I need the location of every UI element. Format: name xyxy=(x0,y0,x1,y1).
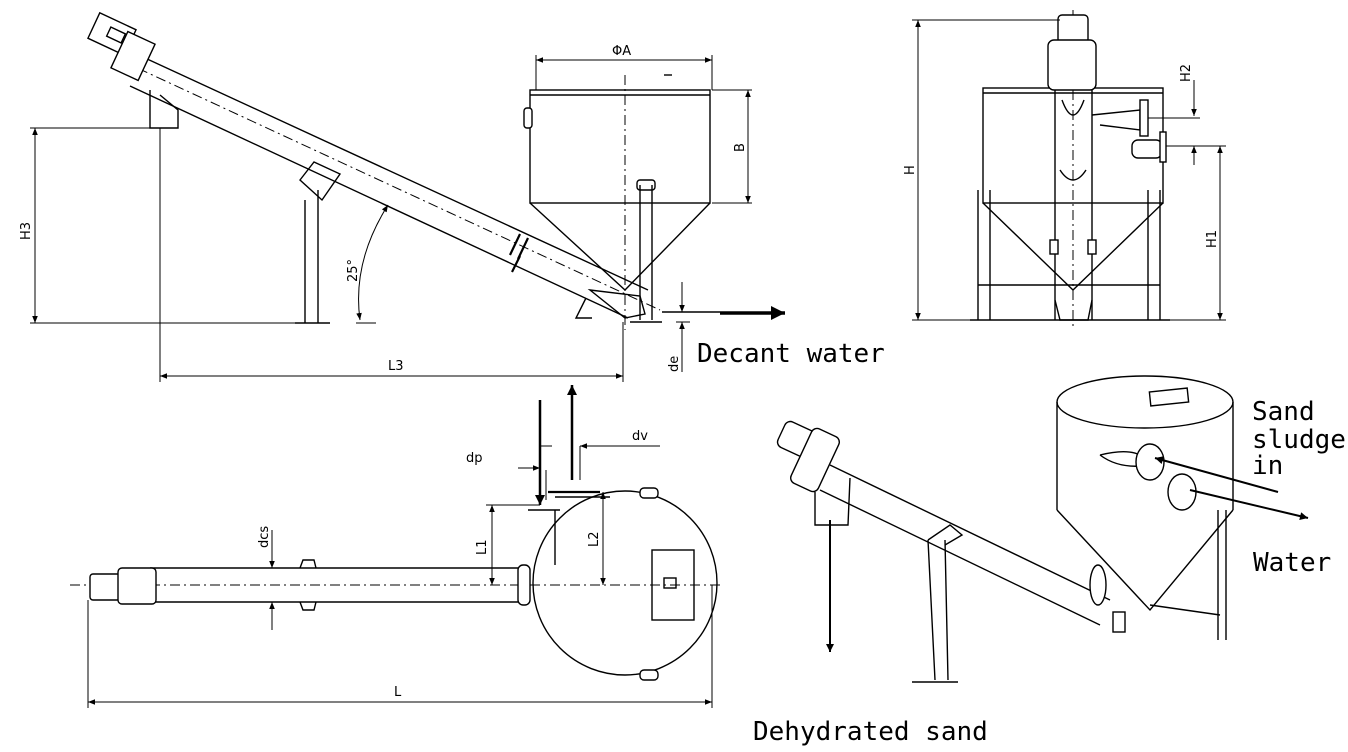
inlet-outlet-pipes xyxy=(1091,99,1167,163)
dim-label-h2: H2 xyxy=(1179,64,1194,82)
dimension-b: B xyxy=(712,89,752,204)
settling-tank-plan xyxy=(528,487,718,681)
label-sand-sludge-line2: sludge xyxy=(1252,425,1346,455)
isometric-tank xyxy=(1056,375,1234,612)
front-elevation-view: H H2 H1 xyxy=(903,10,1226,330)
dimension-h: H xyxy=(903,19,1060,321)
support-frame xyxy=(149,90,342,324)
dim-label-dv: dv xyxy=(632,429,648,444)
dim-label-dp: dp xyxy=(466,451,483,466)
isometric-supports xyxy=(912,510,1227,683)
dimension-l: L xyxy=(87,585,713,708)
dim-label-l: L xyxy=(394,685,402,700)
dim-label-b: B xyxy=(733,143,748,152)
isometric-conveyor xyxy=(776,420,1111,652)
dimension-l3: L3 xyxy=(159,128,624,382)
inclined-screw-conveyor xyxy=(87,11,661,319)
isometric-flows: Sand sludge in Water Dehydrated sand xyxy=(753,397,1346,747)
settling-tank-side xyxy=(523,74,720,330)
dim-label-l3: L3 xyxy=(388,359,404,374)
dimension-angle: 25° xyxy=(346,204,389,324)
dimension-l1: L1 xyxy=(475,504,540,585)
label-dehydrated-sand: Dehydrated sand xyxy=(753,717,988,747)
label-water: Water xyxy=(1253,548,1331,578)
horizontal-conveyor-plan xyxy=(70,559,720,611)
side-elevation-view: ΦA B H3 25° L3 de xyxy=(19,11,885,382)
dim-label-de: de xyxy=(667,356,682,372)
dimension-h1: H1 xyxy=(1170,146,1226,321)
dimension-h2: H2 xyxy=(1148,64,1226,165)
dim-label-l2: L2 xyxy=(587,531,602,547)
dimension-dp: dp xyxy=(466,451,547,500)
dim-label-phi-a: ΦA xyxy=(612,44,631,59)
label-decant-water: Decant water xyxy=(697,339,885,369)
dimension-de: de xyxy=(667,282,690,372)
dimension-h3: H3 xyxy=(19,127,300,324)
isometric-view: Sand sludge in Water Dehydrated sand xyxy=(753,375,1346,747)
label-sand-sludge-line3: in xyxy=(1252,451,1283,481)
dim-label-l1: L1 xyxy=(475,539,490,555)
vertical-screw-front xyxy=(1047,10,1097,330)
dim-label-angle: 25° xyxy=(346,259,361,282)
plan-view: dp dv dcs L1 L2 xyxy=(70,385,720,708)
label-sand-sludge-line1: Sand xyxy=(1252,397,1315,427)
dimension-dcs: dcs xyxy=(257,526,275,630)
dimension-phi-a: ΦA xyxy=(535,44,713,90)
dim-label-h: H xyxy=(903,165,918,175)
dimension-dv: dv xyxy=(540,429,660,480)
vertical-outflow-arrows xyxy=(535,385,577,505)
dim-label-h1: H1 xyxy=(1205,230,1220,248)
dim-label-dcs: dcs xyxy=(257,526,272,548)
dim-label-h3: H3 xyxy=(19,222,34,240)
dimension-l2: L2 xyxy=(587,492,606,585)
decant-water-outflow: Decant water xyxy=(697,306,885,369)
